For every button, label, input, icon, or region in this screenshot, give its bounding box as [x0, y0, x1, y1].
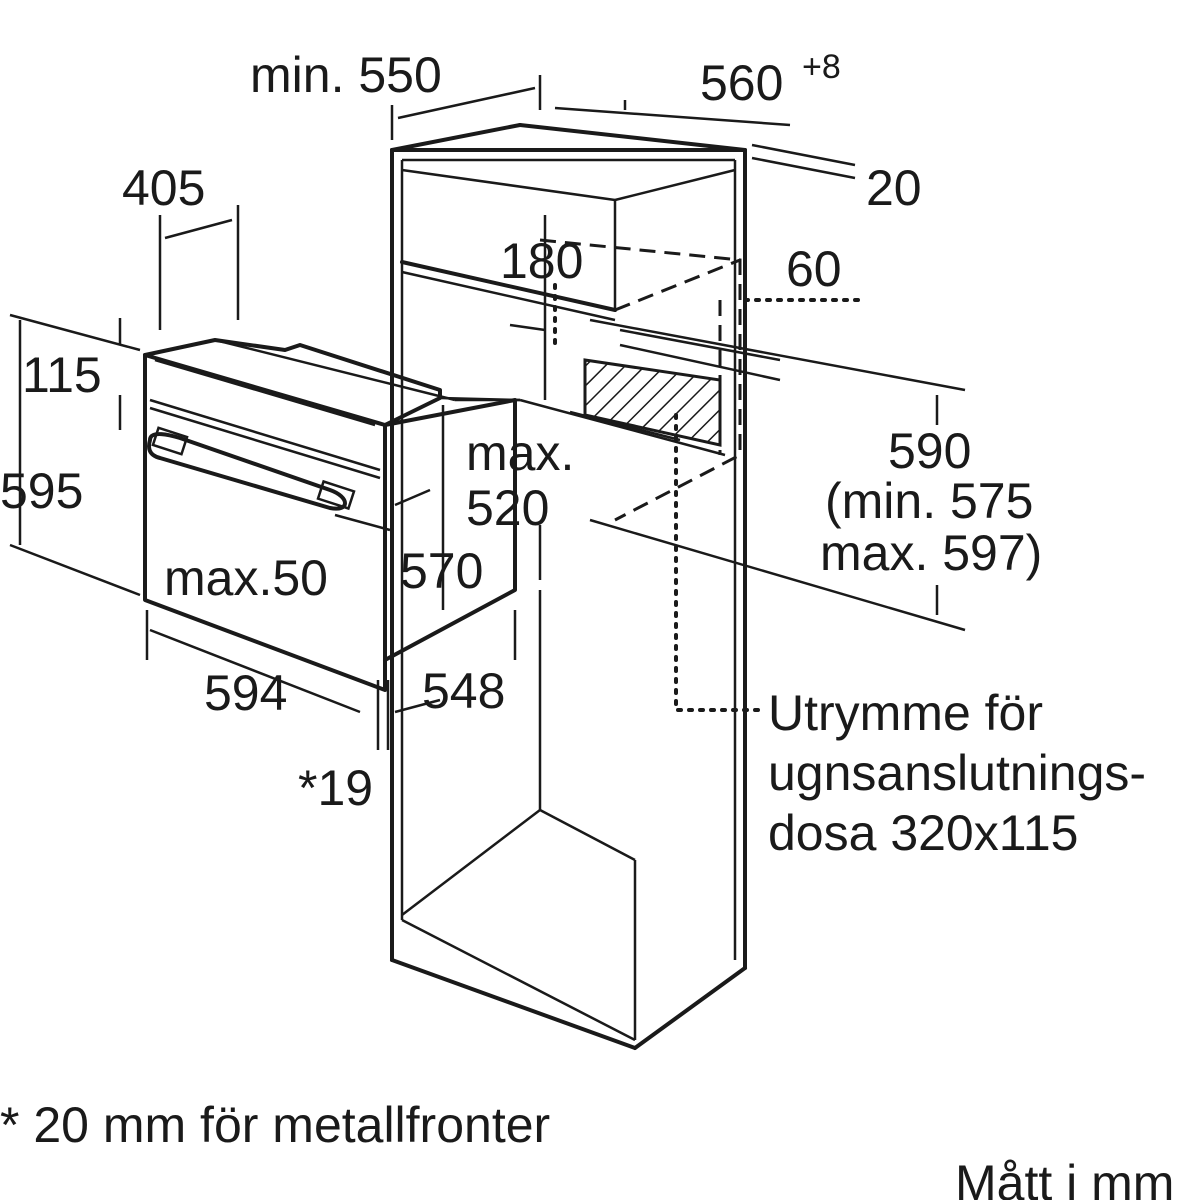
socket-label-line2: ugnsanslutnings-	[768, 745, 1146, 801]
cabinet-drawing	[390, 123, 862, 1050]
socket-label-line3: dosa 320x115	[768, 805, 1078, 861]
dim-548: 548	[422, 663, 505, 719]
dimension-lines	[9, 75, 966, 750]
dim-590: 590	[888, 423, 971, 479]
dim-560: 560	[700, 55, 783, 111]
socket-label-line1: Utrymme för	[768, 685, 1043, 741]
units-note: Mått i mm	[955, 1155, 1174, 1200]
dim-19: *19	[298, 760, 373, 816]
dim-520: 520	[466, 480, 549, 536]
dim-594: 594	[204, 665, 287, 721]
dim-60: 60	[786, 241, 842, 297]
dim-570: 570	[400, 543, 483, 599]
dim-405: 405	[122, 160, 205, 216]
dim-560-tolerance: +8	[802, 48, 841, 86]
dim-590-min: (min. 575	[825, 473, 1033, 529]
socket-box-hatched	[583, 358, 722, 447]
footnote: * 20 mm för metallfronter	[0, 1097, 550, 1153]
dim-max-50: max.50	[164, 550, 328, 606]
dim-20: 20	[866, 160, 922, 216]
dim-max-label: max.	[466, 425, 574, 481]
dim-180: 180	[500, 233, 583, 289]
dim-115: 115	[22, 347, 102, 403]
dim-590-max: max. 597)	[820, 525, 1042, 581]
dim-595: 595	[0, 463, 83, 519]
dim-min-550: min. 550	[250, 47, 442, 103]
oven-drawing	[143, 338, 521, 692]
